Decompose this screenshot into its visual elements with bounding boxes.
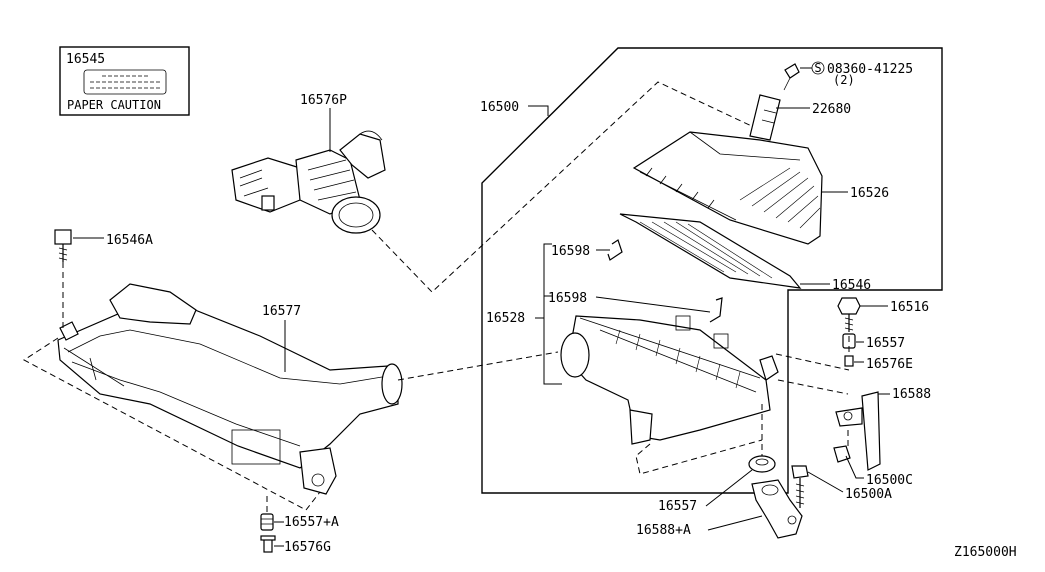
screw-icon <box>784 63 800 79</box>
screw-08360-41225[interactable]: S 08360-41225 (2) <box>783 61 913 91</box>
bolt-head-icon <box>54 229 72 245</box>
air-inlet-duct-16577[interactable]: 16577 <box>57 283 403 495</box>
caution-label-16545[interactable]: 16545 PAPER CAUTION <box>59 46 190 116</box>
label-16546: 16546 <box>832 278 871 293</box>
grommet-16557-lower[interactable]: 16557 <box>658 455 776 514</box>
bolt-16516[interactable]: 16516 <box>837 297 929 332</box>
clip-16598-upper[interactable]: 16598 <box>551 239 623 261</box>
sensor-22680[interactable]: 22680 <box>749 94 851 141</box>
label-16557A: 16557+A <box>284 515 339 530</box>
label-16500: 16500 <box>480 100 519 115</box>
label-16500A: 16500A <box>845 487 892 502</box>
grommet-icon <box>260 513 274 531</box>
bracket-16588[interactable]: 16588 <box>835 387 931 471</box>
clip-16598-lower[interactable]: 16598 <box>548 291 723 323</box>
bolt-16500A[interactable]: 16500A <box>791 465 892 508</box>
label-22680: 22680 <box>812 102 851 117</box>
label-16576E: 16576E <box>866 357 913 372</box>
bracket-16588A[interactable]: 16588+A <box>636 479 803 539</box>
bolt-16546A[interactable]: 16546A <box>54 229 153 262</box>
label-16588: 16588 <box>892 387 931 402</box>
clip-icon <box>607 239 623 261</box>
label-16588A: 16588+A <box>636 523 691 538</box>
bolt-head-icon <box>791 465 809 479</box>
label-16528: 16528 <box>486 311 525 326</box>
air-flow-duct-16576P[interactable]: 16576P <box>231 93 386 234</box>
grommet-16557A[interactable]: 16557+A <box>260 513 339 531</box>
assembly-dashed-lines-left <box>23 81 761 512</box>
collar-icon <box>844 355 854 367</box>
screw-symbol-letter: S <box>814 61 821 75</box>
label-16576P: 16576P <box>300 93 347 108</box>
bolt-head-icon <box>833 445 851 463</box>
filter-element-16546[interactable]: 16546 <box>619 213 871 293</box>
label-08360-qty: (2) <box>833 73 855 87</box>
collar-16576G[interactable]: 16576G <box>260 535 331 555</box>
label-16557-lower: 16557 <box>658 499 697 514</box>
label-08360: 08360-41225 <box>827 62 913 77</box>
label-16598-upper: 16598 <box>551 244 590 259</box>
clip-icon <box>709 297 723 323</box>
grommet-16557-upper[interactable]: 16557 <box>842 333 905 351</box>
collar-16576E[interactable]: 16576E <box>844 355 913 372</box>
caution-part-number: 16545 <box>66 52 105 67</box>
caution-sticker-icon <box>83 69 167 95</box>
bolt-16500C[interactable]: 16500C <box>833 445 913 488</box>
assembly-frame-16500: 16500 <box>480 47 943 494</box>
diagram-code: Z165000H <box>954 545 1017 560</box>
upper-cover-16526[interactable]: 16526 <box>632 131 889 245</box>
bolt-head-icon <box>837 297 861 315</box>
label-16598-lower: 16598 <box>548 291 587 306</box>
label-16500C: 16500C <box>866 473 913 488</box>
grommet-icon <box>748 455 776 473</box>
label-16516: 16516 <box>890 300 929 315</box>
label-16526: 16526 <box>850 186 889 201</box>
label-16577: 16577 <box>262 304 301 319</box>
label-16576G: 16576G <box>284 540 331 555</box>
assembly-dashed-lines-right <box>635 336 850 475</box>
label-16546A: 16546A <box>106 233 153 248</box>
label-16557-upper: 16557 <box>866 336 905 351</box>
lower-body-16528[interactable]: 16528 <box>486 243 779 445</box>
caution-text: PAPER CAUTION <box>67 98 161 112</box>
